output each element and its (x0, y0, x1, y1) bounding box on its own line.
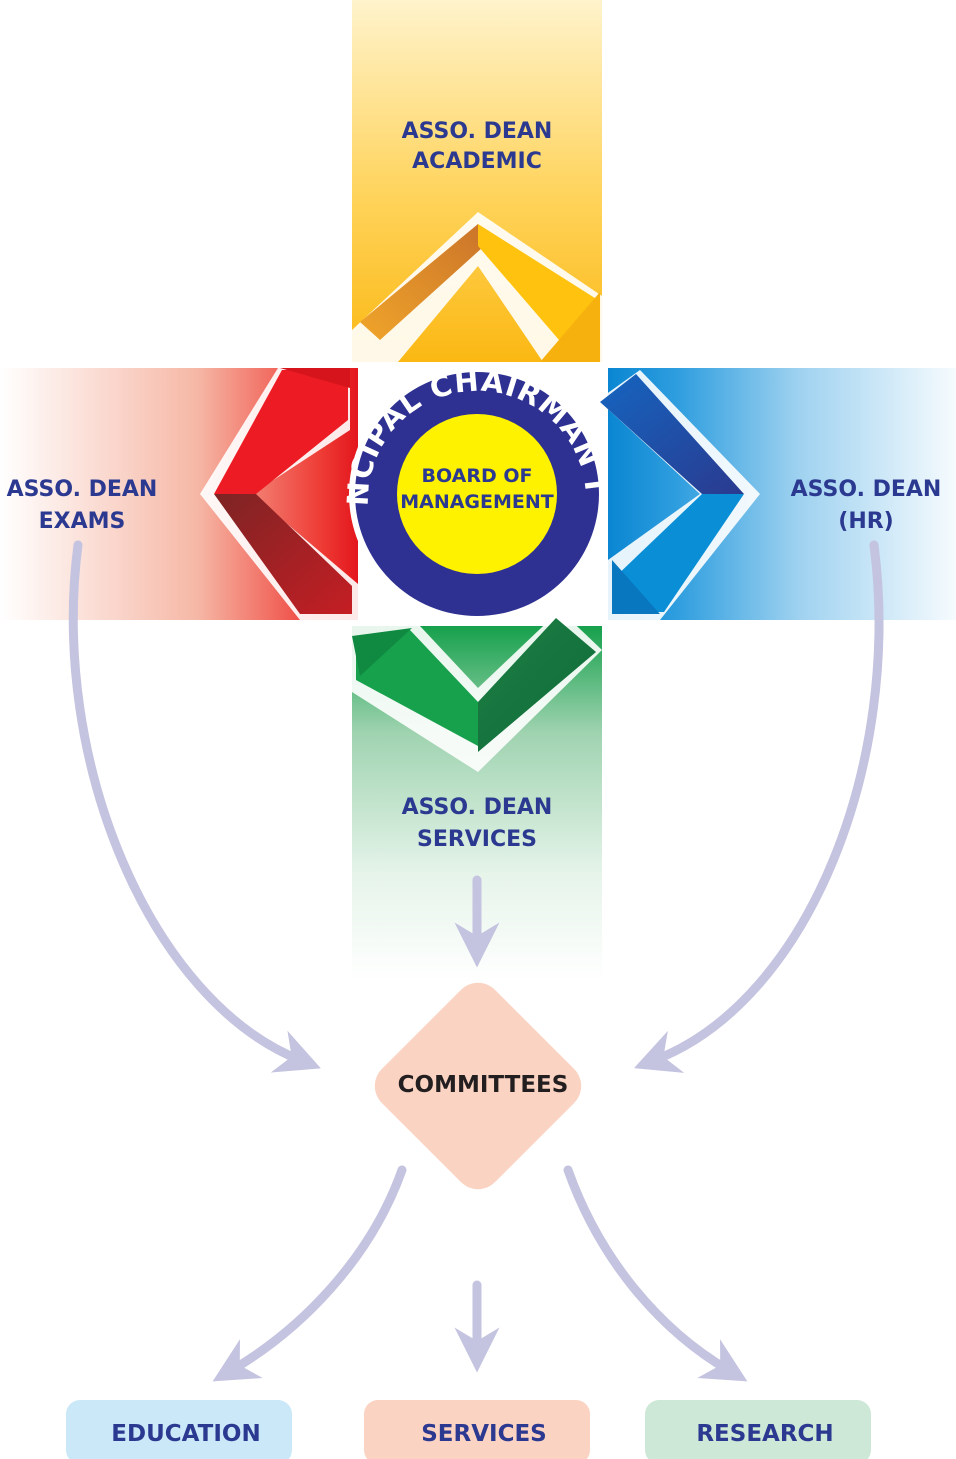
bottom-chevron (352, 610, 602, 772)
top-label-line-2: ACADEMIC (412, 149, 542, 174)
core-line-1: BOARD OF (422, 465, 533, 487)
right-label-line-2: (HR) (838, 509, 893, 534)
committees-label: COMMITTEES (398, 1072, 569, 1098)
arrow-exams-to-committees (68, 540, 321, 1073)
right-label-line-1: ASSO. DEAN (791, 477, 942, 502)
left-label-line-2: EXAMS (39, 509, 126, 534)
flow-arrows (68, 540, 884, 1382)
left-chevron (200, 368, 358, 620)
center-core (397, 414, 557, 574)
services-box (364, 1400, 590, 1459)
arrow-hr-to-committees (634, 540, 884, 1073)
bottom-label-line-1: ASSO. DEAN (402, 795, 553, 820)
core-line-2: MANAGEMENT (400, 491, 554, 513)
research-label: RESEARCH (696, 1421, 833, 1447)
education-box (66, 1400, 292, 1459)
top-chevron (352, 212, 602, 362)
left-label-line-1: ASSO. DEAN (7, 477, 158, 502)
right-chevron (598, 370, 760, 620)
education-label: EDUCATION (111, 1421, 260, 1447)
top-label-line-1: ASSO. DEAN (402, 119, 553, 144)
committees-diamond (374, 982, 582, 1190)
services-label: SERVICES (421, 1421, 547, 1447)
research-box (645, 1400, 871, 1459)
arrow-committees-to-research (563, 1165, 748, 1382)
bottom-label-line-2: SERVICES (417, 827, 537, 852)
arrow-committees-to-education (212, 1165, 407, 1382)
